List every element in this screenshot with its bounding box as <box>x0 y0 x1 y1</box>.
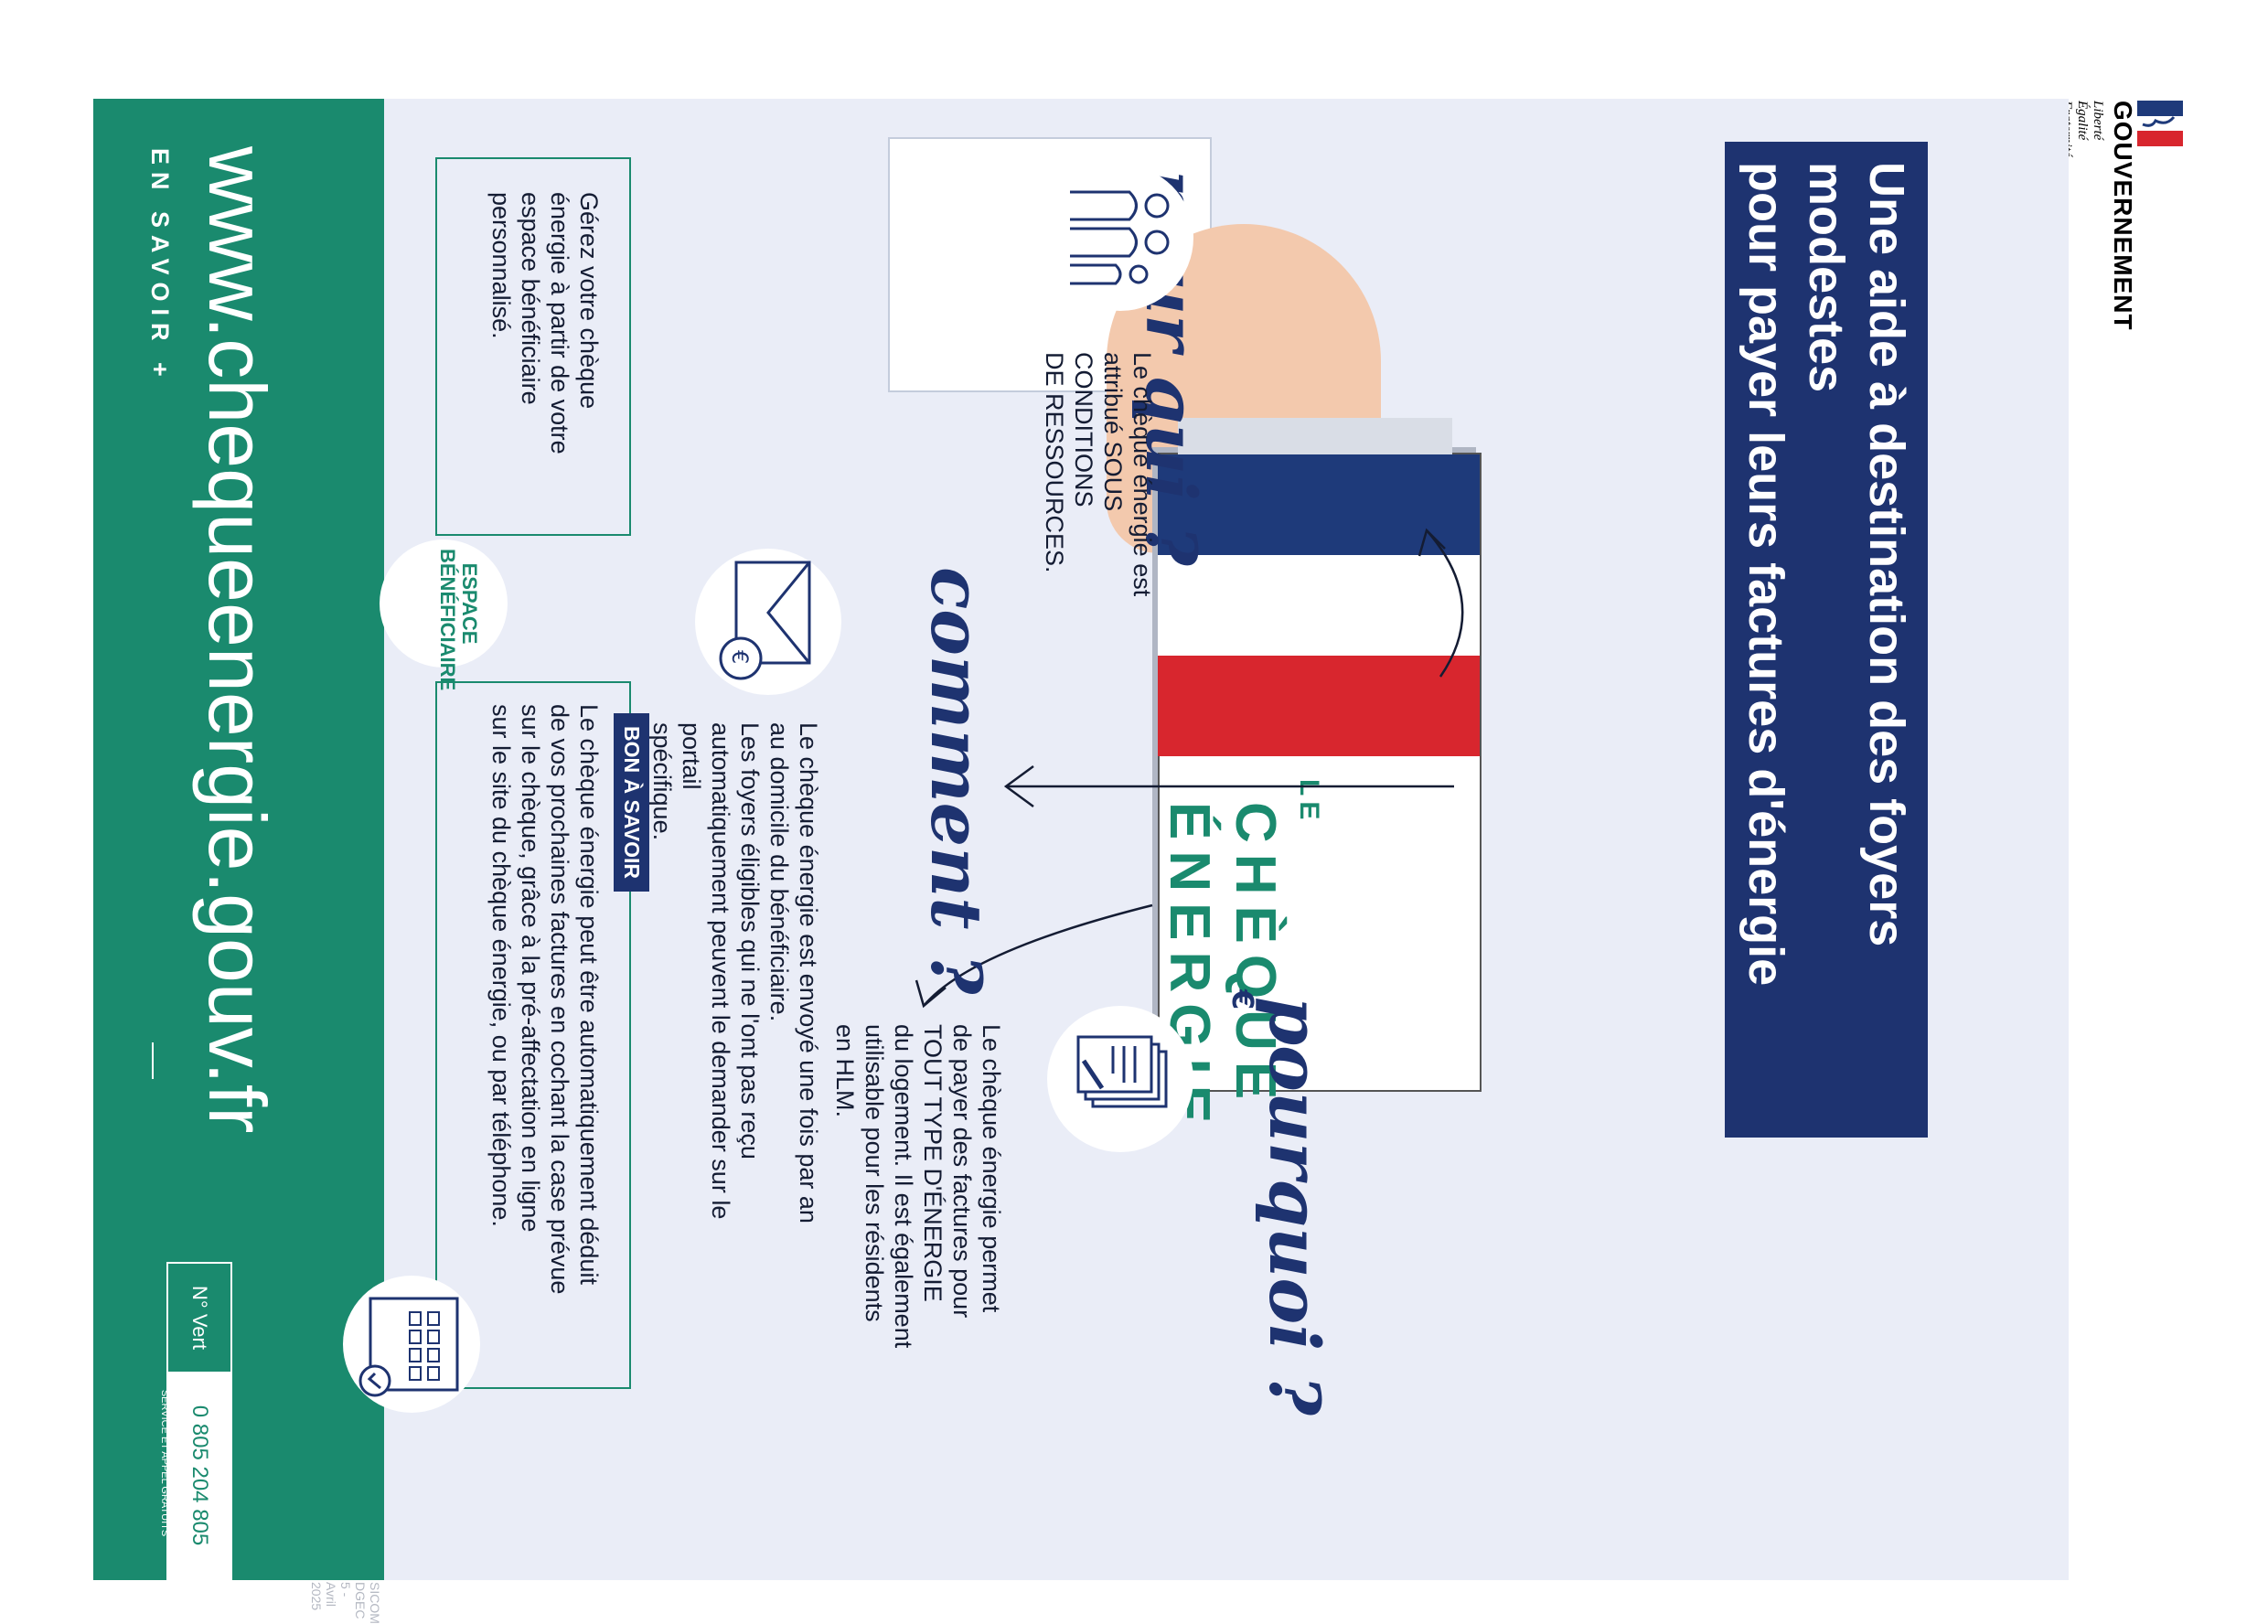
espace-beneficiaire-text: Gérez votre chèque énergie à partir de v… <box>487 192 603 454</box>
bon-a-savoir-text: Le chèque énergie peut être automatiquem… <box>487 704 603 1295</box>
phone-box: N° Vert 0 805 204 805 <box>166 1262 232 1581</box>
arrow-pourquoi <box>923 903 1153 1007</box>
arrow-pourqui <box>1426 529 1464 678</box>
pourquoi-text: Le chèque énergie permet de payer des fa… <box>831 1024 1005 1349</box>
phone-note: SERVICE ET APPEL GRATUITS <box>159 1389 170 1537</box>
espace-beneficiaire-label: ESPACE BÉNÉFICIAIRE <box>436 549 481 691</box>
bon-a-savoir-badge: BON À SAVOIR <box>614 713 649 892</box>
en-savoir-plus: EN SAVOIR + <box>146 148 174 384</box>
arrow-comment-head <box>1003 764 1034 808</box>
family-icon <box>1070 190 1170 285</box>
comment-heading: comment ? <box>915 567 997 995</box>
svg-text:€: € <box>727 650 753 664</box>
pourquoi-heading: pourquoi ? <box>1254 997 1335 1416</box>
arrow-pourquoi-head <box>915 979 947 1009</box>
website-link[interactable]: www.chequeenergie.gouv.fr <box>192 146 283 1134</box>
footer-rule <box>152 1042 154 1079</box>
invoices-icon <box>1076 1035 1168 1108</box>
calendar-check-icon <box>358 1297 459 1397</box>
marianne-logo-icon <box>2137 101 2183 146</box>
numero-vert-label: N° Vert <box>188 1286 211 1350</box>
document-reference: SICOM DGEC 5 - Avril 2025 <box>309 1582 382 1624</box>
pour-qui-text: Le chèque énergie est attribué SOUS COND… <box>1041 352 1156 597</box>
comment-text: Le chèque énergie est envoyé une fois pa… <box>648 722 822 1223</box>
phone-number[interactable]: 0 805 204 805 <box>168 1372 230 1579</box>
arrow-pourqui-head <box>1418 528 1446 557</box>
envelope-icon: € <box>719 561 811 680</box>
